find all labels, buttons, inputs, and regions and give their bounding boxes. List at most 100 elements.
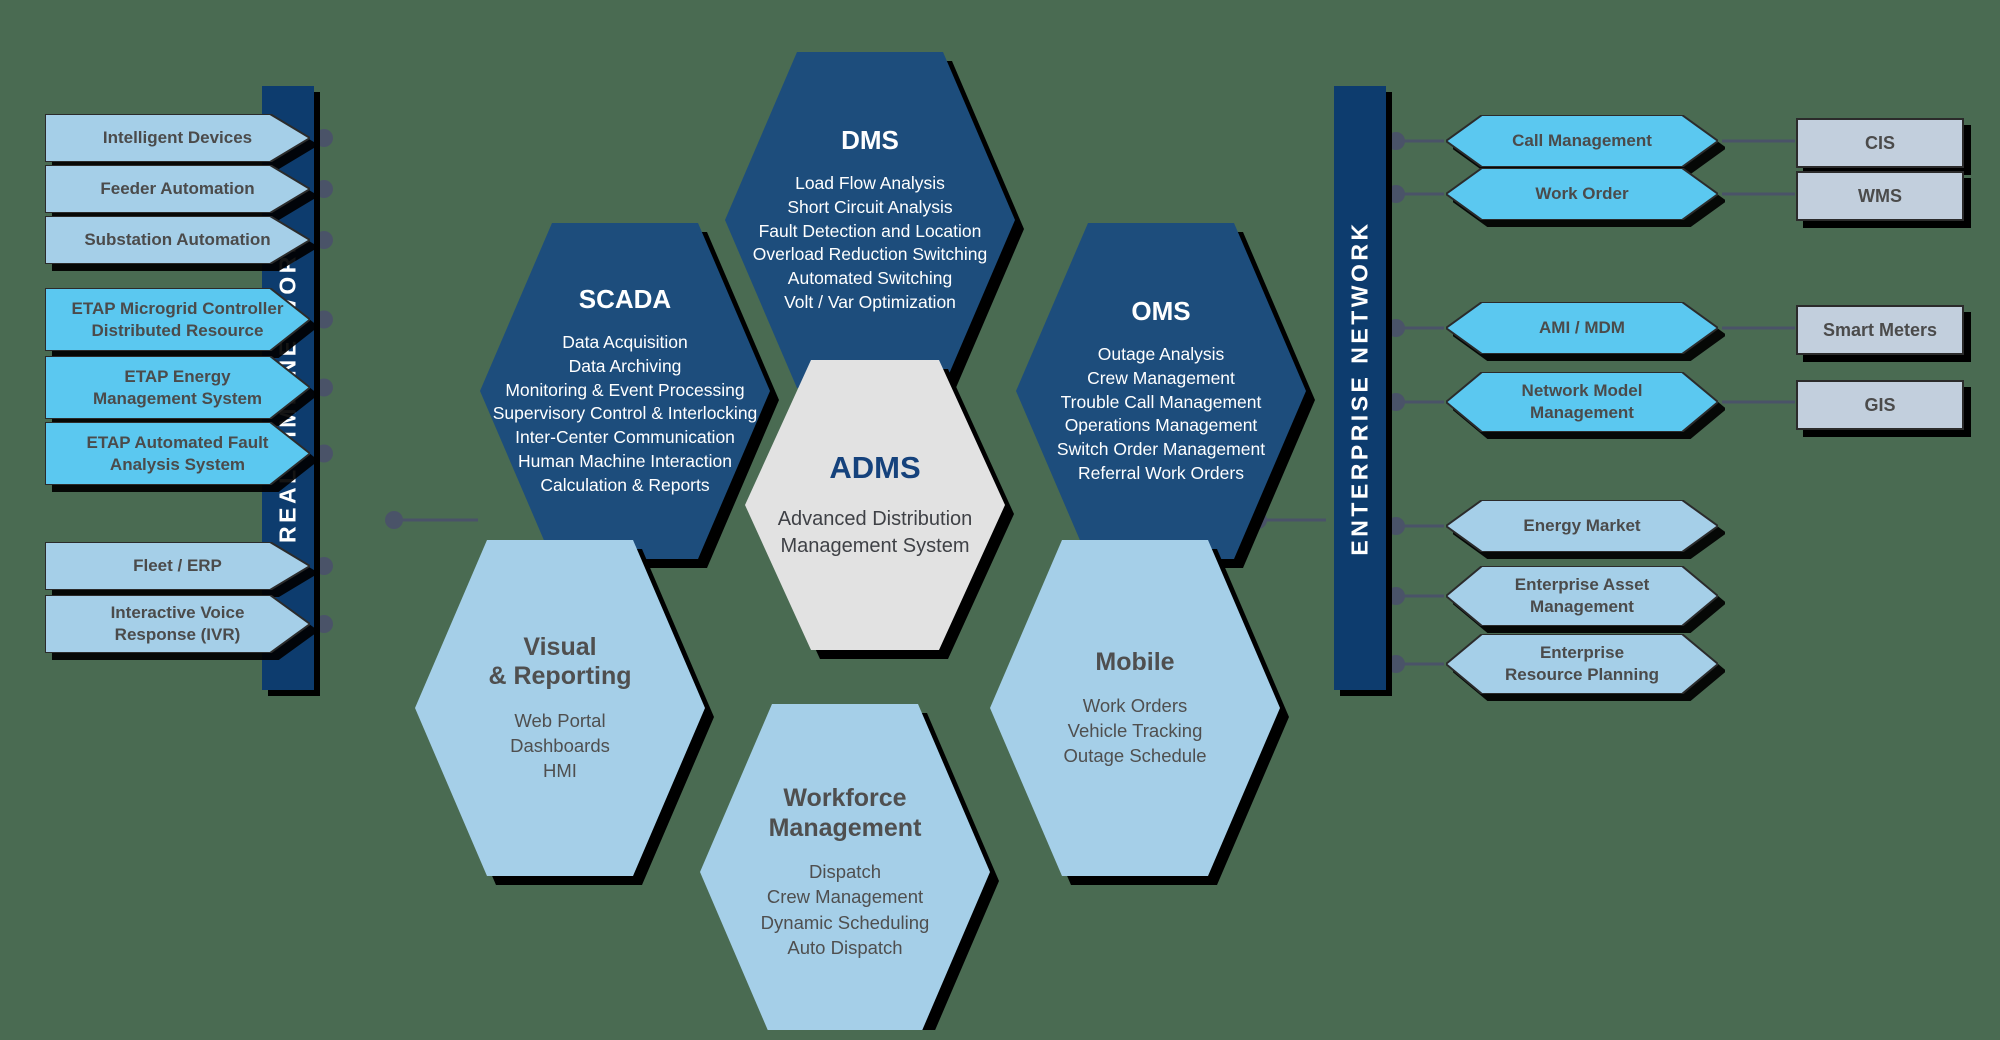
connector-dot <box>315 557 333 575</box>
right-item-shape <box>1446 566 1718 626</box>
connector-dot <box>315 310 333 329</box>
connector-dot <box>1387 185 1405 203</box>
left-item-shape <box>45 595 310 653</box>
connector-dot <box>1387 319 1405 337</box>
right-item-shape <box>1446 115 1718 167</box>
external-system-2[interactable]: WMS <box>1796 171 1964 221</box>
enterprise-network-bar: ENTERPRISE NETWORK <box>1334 86 1386 690</box>
left-item-label: Substation Automation <box>84 230 271 250</box>
hexagon-title-adms: ADMS <box>829 449 921 485</box>
connector-dot <box>1387 132 1405 150</box>
right-item-label: AMI / MDM <box>1539 318 1625 338</box>
right-item-3[interactable]: AMI / MDM <box>1446 302 1718 354</box>
external-system-label: Smart Meters <box>1822 319 1938 340</box>
left-item-shape <box>45 356 310 419</box>
hexagon-mobile[interactable] <box>990 540 1280 876</box>
left-item-shape <box>45 165 310 213</box>
left-item-3[interactable]: Substation Automation <box>45 216 310 264</box>
right-item-5[interactable]: Energy Market <box>1446 500 1718 552</box>
left-item-shape <box>45 542 310 590</box>
hexagon-workforce[interactable] <box>700 704 990 1030</box>
hexagon-adms[interactable] <box>745 360 1005 650</box>
connector-dot <box>1387 587 1405 605</box>
hexagon-title-dms: DMS <box>841 125 899 156</box>
connector-dot <box>1387 393 1405 411</box>
left-item-shape <box>45 114 310 162</box>
left-item-label: Fleet / ERP <box>133 556 222 576</box>
connector-dot <box>1387 517 1405 535</box>
connector-dot <box>315 615 333 633</box>
right-item-2[interactable]: Work Order <box>1446 168 1718 220</box>
external-system-label: WMS <box>1858 185 1902 206</box>
right-item-1[interactable]: Call Management <box>1446 115 1718 167</box>
hexagon-title-mobile: Mobile <box>1095 647 1175 676</box>
hexagon-title-visual: Visual& Reporting <box>488 632 632 691</box>
external-system-label: GIS <box>1864 394 1896 415</box>
connector-dot <box>1387 655 1405 673</box>
hexagon-scada[interactable] <box>480 223 770 559</box>
hexagon-dms[interactable] <box>725 52 1015 388</box>
left-item-shape <box>45 288 310 351</box>
external-system-3[interactable]: Smart Meters <box>1796 305 1964 355</box>
left-item-label: Feeder Automation <box>100 179 255 199</box>
hexagon-title-oms: OMS <box>1131 296 1191 327</box>
enterprise-network-label: ENTERPRISE NETWORK <box>1346 220 1373 556</box>
right-item-shape <box>1446 634 1718 694</box>
right-item-shape <box>1446 168 1718 220</box>
right-item-shape <box>1446 372 1718 432</box>
right-item-shape <box>1446 500 1718 552</box>
hexagon-oms[interactable] <box>1016 223 1306 559</box>
connector-dot <box>315 378 333 397</box>
left-item-shape <box>45 422 310 485</box>
right-item-label: Work Order <box>1535 184 1629 204</box>
connector-dot <box>315 444 333 463</box>
left-item-1[interactable]: Intelligent Devices <box>45 114 310 162</box>
connector-dot <box>315 129 333 147</box>
left-item-shape <box>45 216 310 264</box>
connector-dot <box>315 231 333 249</box>
right-item-label: Energy Market <box>1523 516 1641 536</box>
right-item-label: Call Management <box>1512 131 1652 151</box>
external-system-4[interactable]: GIS <box>1796 380 1964 430</box>
hexagon-visual[interactable] <box>415 540 705 876</box>
external-system-label: CIS <box>1864 132 1895 153</box>
external-system-1[interactable]: CIS <box>1796 118 1964 168</box>
hexagon-title-scada: SCADA <box>578 284 672 315</box>
connector-dot <box>315 180 333 198</box>
right-item-shape <box>1446 302 1718 354</box>
left-item-7[interactable]: Fleet / ERP <box>45 542 310 590</box>
left-item-2[interactable]: Feeder Automation <box>45 165 310 213</box>
left-item-label: Intelligent Devices <box>102 128 253 148</box>
